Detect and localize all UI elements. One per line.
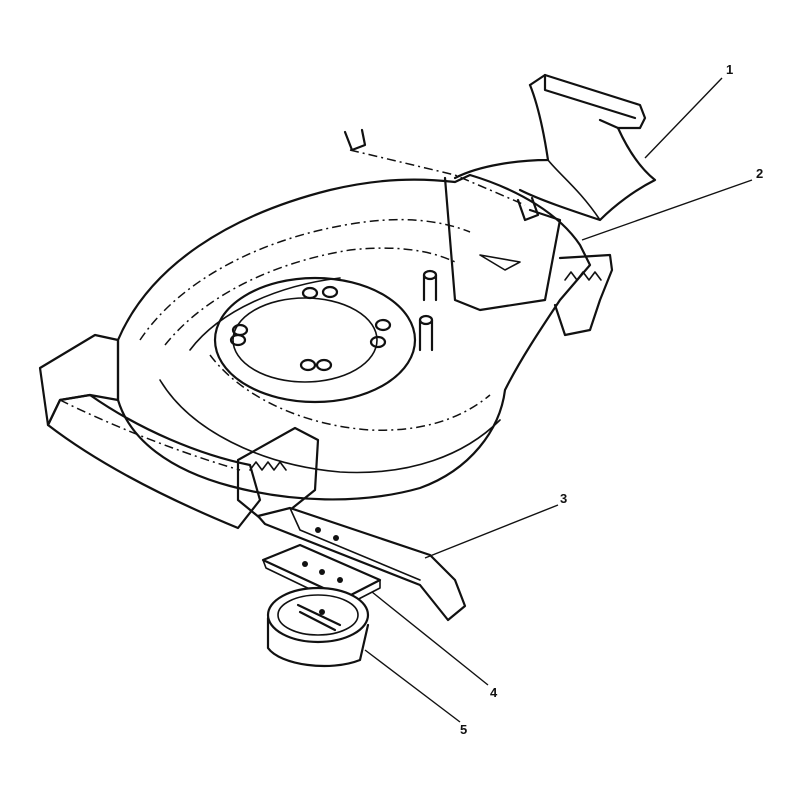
leader-2 [581,179,753,241]
leader-3 [424,504,559,559]
mounting-studs [229,285,392,372]
leader-lines [364,77,753,723]
grass-discharge-chute [453,73,657,222]
leader-1 [644,77,723,159]
callout-3: 3 [560,491,567,506]
callout-labels: 1 2 3 4 5 [460,62,763,737]
leader-5 [364,649,461,723]
mower-deck-housing [38,128,614,530]
mower-blade [256,506,467,622]
callout-1: 1 [726,62,733,77]
leader-4 [371,591,489,686]
callout-2: 2 [756,166,763,181]
callout-5: 5 [460,722,467,737]
callout-4: 4 [490,685,498,700]
blade-hub [266,586,370,668]
